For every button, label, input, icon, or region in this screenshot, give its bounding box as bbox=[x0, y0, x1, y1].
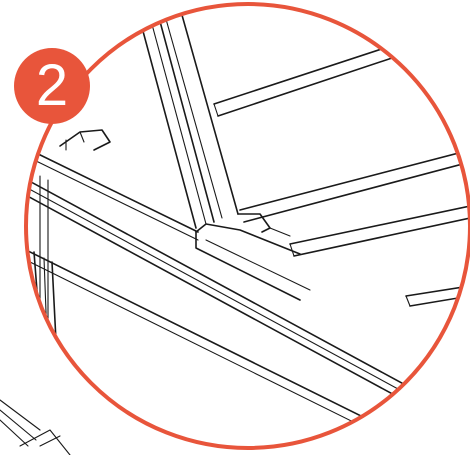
slats bbox=[213, 19, 470, 307]
outside-fragments bbox=[0, 399, 71, 455]
step-number: 2 bbox=[35, 53, 69, 118]
joint-connector bbox=[195, 213, 311, 301]
magnifier-circle bbox=[24, 2, 470, 450]
upper-rail bbox=[29, 129, 199, 241]
step-number-badge: 2 bbox=[14, 48, 90, 124]
vertical-post bbox=[139, 7, 239, 229]
frame-beam bbox=[26, 175, 470, 448]
